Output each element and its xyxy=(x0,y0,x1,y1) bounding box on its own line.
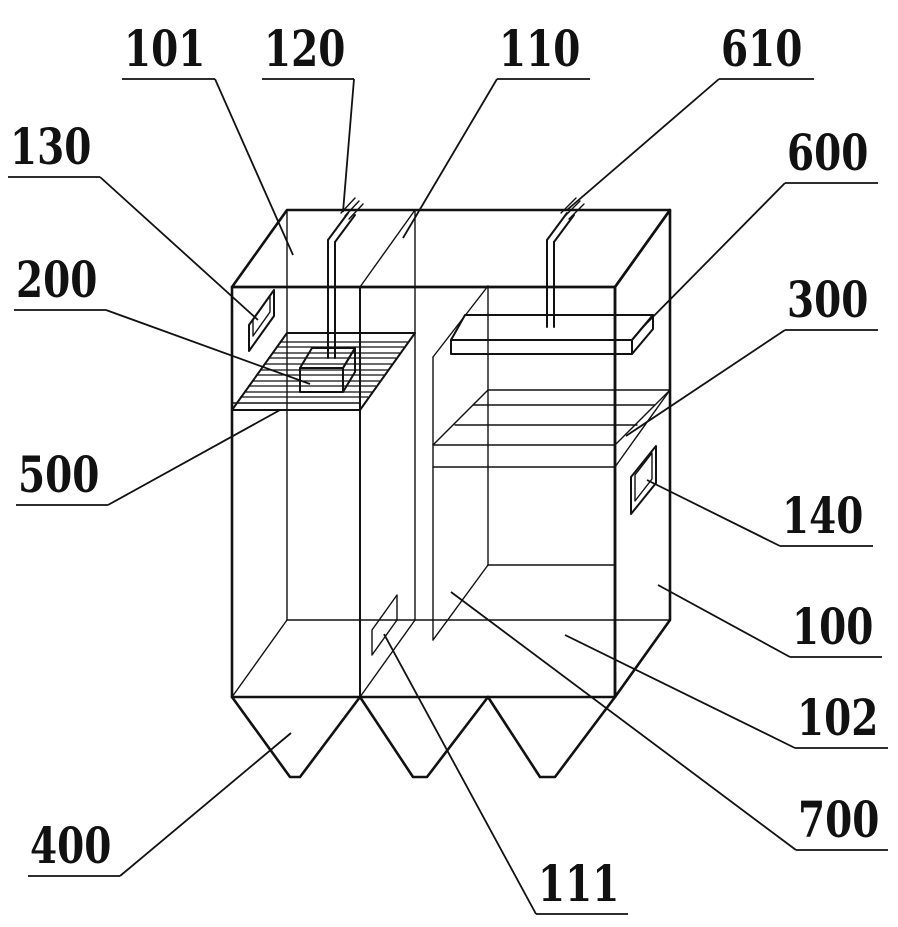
housing-100 xyxy=(230,208,672,699)
pipe-120 xyxy=(327,197,364,359)
label-200: 200 xyxy=(16,250,97,309)
outlet-window-140 xyxy=(630,445,657,515)
spray-plate-600 xyxy=(450,314,654,355)
filter-plate-500 xyxy=(231,332,416,411)
label-110: 110 xyxy=(499,19,580,78)
pipe-610 xyxy=(546,197,585,328)
spray-box-200 xyxy=(299,347,356,393)
label-700: 700 xyxy=(798,790,879,849)
label-610: 610 xyxy=(721,19,802,78)
label-140: 140 xyxy=(782,486,863,545)
label-102: 102 xyxy=(797,688,878,747)
leader-lines xyxy=(8,78,888,915)
label-300: 300 xyxy=(787,270,868,329)
label-600: 600 xyxy=(787,123,868,182)
label-500: 500 xyxy=(18,445,99,504)
partition-110 xyxy=(359,209,416,698)
label-130: 130 xyxy=(10,117,91,176)
hoppers-400 xyxy=(230,695,617,779)
label-101: 101 xyxy=(124,19,205,78)
reference-labels: 101 120 110 610 130 600 200 300 500 140 … xyxy=(10,19,879,913)
label-111: 111 xyxy=(538,854,619,913)
label-100: 100 xyxy=(792,597,873,656)
label-400: 400 xyxy=(30,816,111,875)
opening-111 xyxy=(371,594,398,656)
label-120: 120 xyxy=(264,19,345,78)
filter-tray-300 xyxy=(432,389,671,468)
